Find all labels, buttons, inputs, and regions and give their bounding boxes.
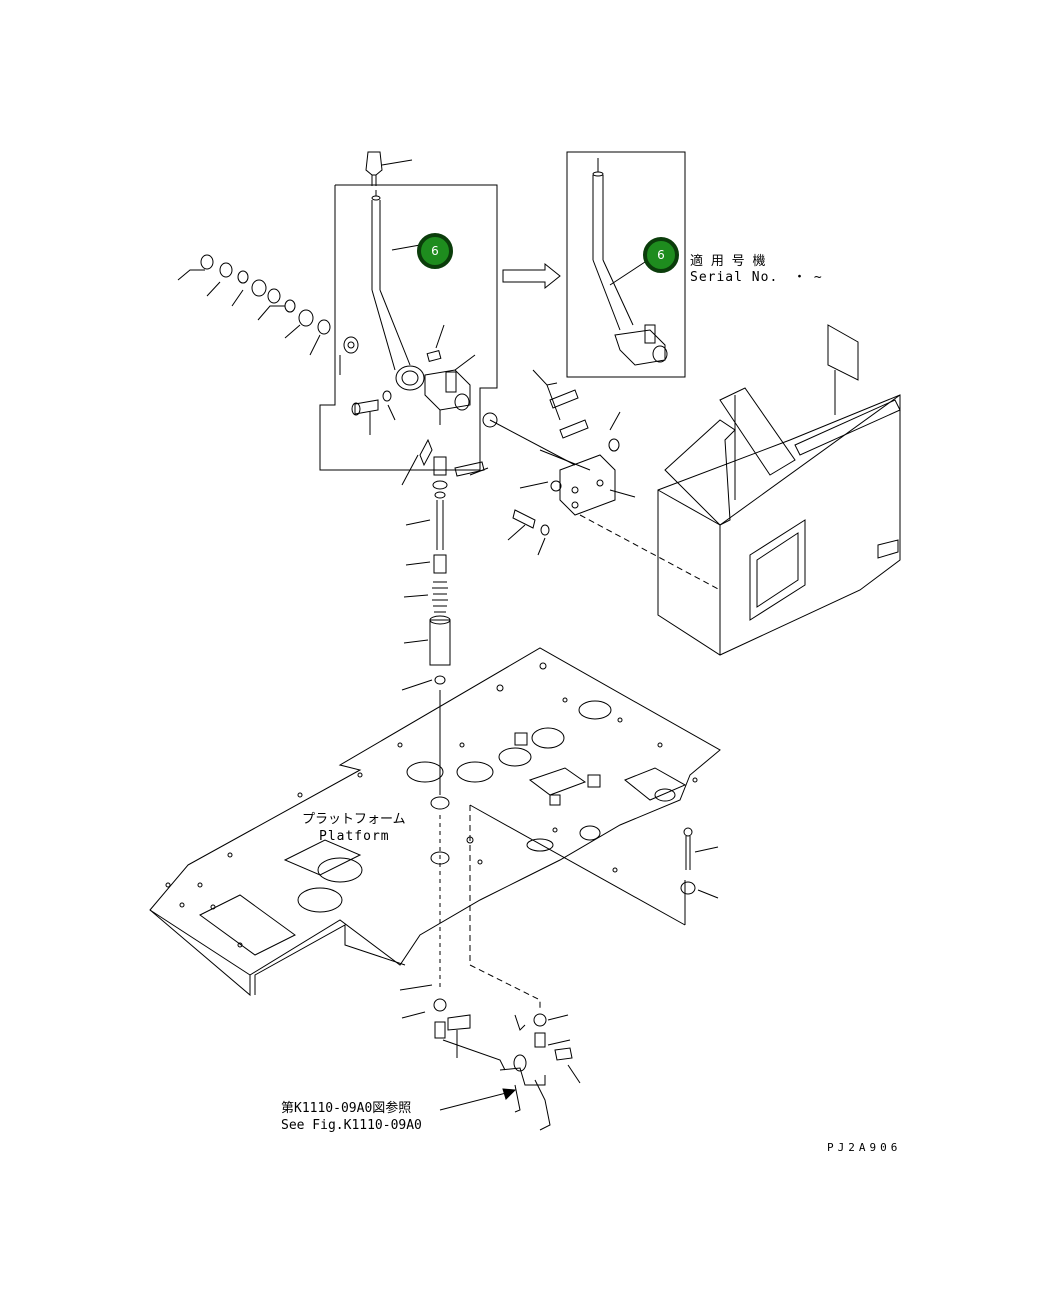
part-callout-6-main[interactable]: 6 xyxy=(417,233,453,269)
lower-linkage xyxy=(399,984,581,1131)
platform-label-jp: プラットフォーム xyxy=(302,812,406,827)
floor-platform xyxy=(149,647,721,1010)
part-callout-6-detail[interactable]: 6 xyxy=(643,237,679,273)
side-bracket xyxy=(482,369,721,591)
nut-washer-row xyxy=(177,254,331,356)
lever-bracket xyxy=(424,324,476,425)
platform-label-en: Platform xyxy=(319,829,390,844)
washer-group-left xyxy=(339,336,396,435)
serial-range: ・ ~ xyxy=(793,270,822,285)
detail-view-frame xyxy=(566,151,686,378)
figure-reference-jp: 第K1110-09A0図参照 xyxy=(281,1101,412,1116)
serial-note-jp: 適 用 号 機 xyxy=(690,254,766,269)
lever-knob xyxy=(365,151,413,186)
serial-note-en: Serial No. xyxy=(690,270,779,285)
detail-arrow xyxy=(502,262,561,290)
lever-assembly-frame xyxy=(319,184,498,471)
figure-reference-en: See Fig.K1110-09A0 xyxy=(281,1118,422,1133)
drawing-code: PJ2A906 xyxy=(827,1141,902,1154)
rod-assembly xyxy=(401,438,489,990)
control-lever xyxy=(371,190,425,391)
adjust-rod xyxy=(680,827,719,899)
operator-console xyxy=(657,324,901,656)
